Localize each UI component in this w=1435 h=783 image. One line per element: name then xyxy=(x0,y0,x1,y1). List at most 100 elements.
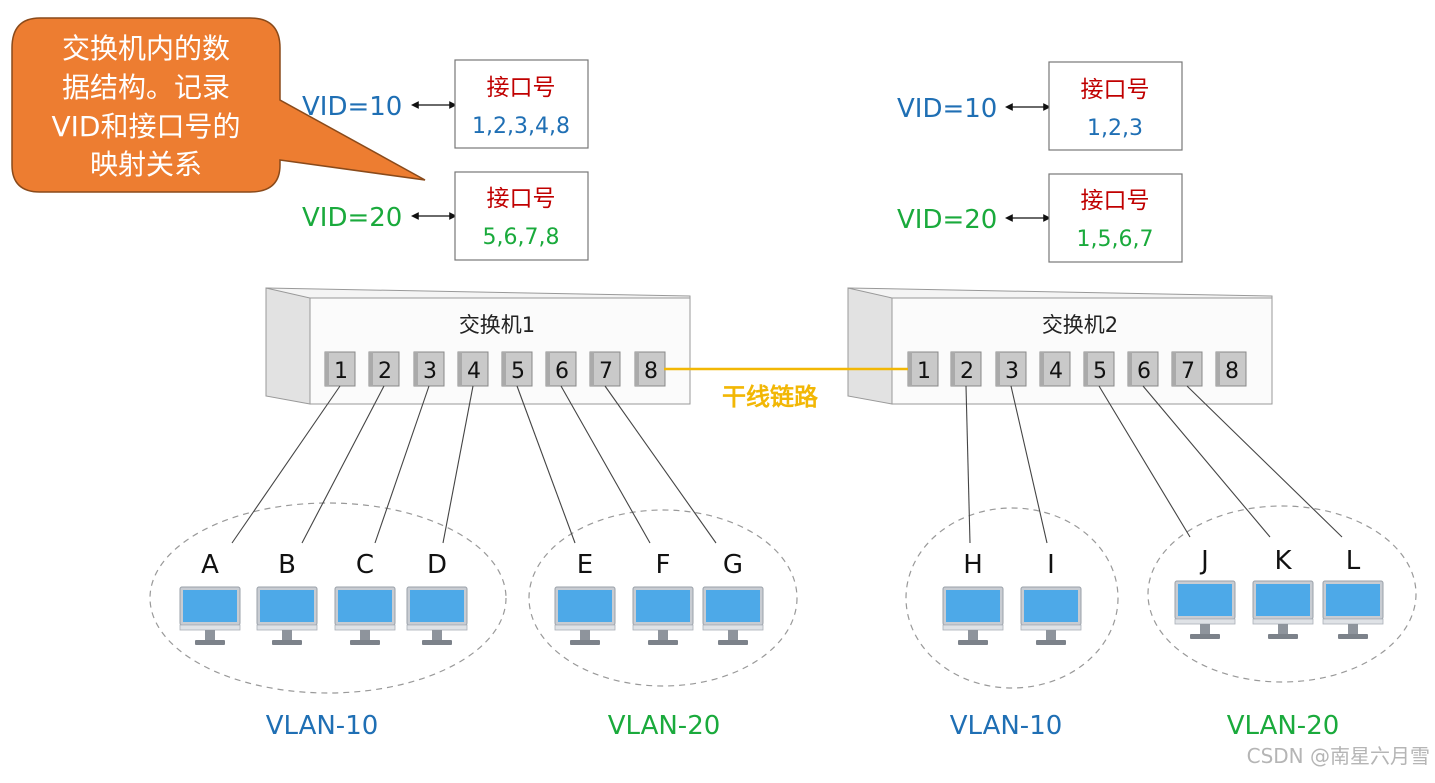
monitor-bezel-icon xyxy=(1252,618,1314,625)
switch2-port-label-6: 6 xyxy=(1137,359,1151,384)
host-H: H xyxy=(942,550,1004,645)
host-L: L xyxy=(1322,546,1384,639)
switch1-port-5 xyxy=(501,351,533,387)
switch1-port-edge-1 xyxy=(325,352,329,386)
switch1-port-edge-3 xyxy=(414,352,418,386)
switch2-port-edge-8 xyxy=(1216,352,1220,386)
link-L xyxy=(1186,385,1343,538)
monitor-base-icon xyxy=(648,640,678,645)
switch2-vid20-box xyxy=(1048,173,1183,263)
host-F: F xyxy=(632,550,694,645)
switch1-vid10-header: 接口号 xyxy=(487,75,556,101)
monitor-stand-icon xyxy=(968,630,978,640)
host-label-D: D xyxy=(427,550,447,580)
switch1-port-edge-8 xyxy=(635,352,639,386)
switch2-port-8 xyxy=(1215,351,1247,387)
link-C xyxy=(374,385,430,544)
switch2-port-label-7: 7 xyxy=(1181,359,1195,384)
monitor-stand-icon xyxy=(1200,624,1210,634)
monitor-stand-icon xyxy=(432,630,442,640)
callout-line-1: 交换机内的数 xyxy=(62,32,230,65)
switch2-port-6 xyxy=(1127,351,1159,387)
switch2-port-edge-5 xyxy=(1084,352,1088,386)
switch2-port-label-3: 3 xyxy=(1005,359,1019,384)
link-G xyxy=(604,385,717,544)
switch1-port-label-8: 8 xyxy=(644,359,658,384)
monitor-bezel-icon xyxy=(702,624,764,631)
host-label-K: K xyxy=(1274,546,1292,576)
monitor-screen-icon xyxy=(558,590,612,622)
switch1-vid10-ports: 1,2,3,4,8 xyxy=(472,114,570,139)
host-I: I xyxy=(1020,550,1082,645)
link-I xyxy=(1010,385,1048,544)
host-label-J: J xyxy=(1199,546,1209,576)
switch2-port-edge-4 xyxy=(1040,352,1044,386)
link-A xyxy=(231,385,341,544)
monitor-base-icon xyxy=(272,640,302,645)
vlan-ellipse-2 xyxy=(528,509,798,687)
host-label-H: H xyxy=(963,550,983,580)
switch2-port-edge-7 xyxy=(1172,352,1176,386)
switch1-vid10-box xyxy=(454,59,589,149)
switch1-vid10-label: VID=10 xyxy=(302,92,402,122)
monitor-screen-icon xyxy=(338,590,392,622)
vlan-label-2: VLAN-20 xyxy=(608,711,721,741)
monitor-bezel-icon xyxy=(1020,624,1082,631)
switch1-port-label-3: 3 xyxy=(423,359,437,384)
monitor-base-icon xyxy=(1036,640,1066,645)
monitor-base-icon xyxy=(350,640,380,645)
monitor-base-icon xyxy=(195,640,225,645)
host-E: E xyxy=(554,550,616,645)
monitor-screen-icon xyxy=(410,590,464,622)
switch2-vid10-box xyxy=(1048,61,1183,151)
monitor-bezel-icon xyxy=(256,624,318,631)
switch1-vid20-label: VID=20 xyxy=(302,203,402,233)
switch2-port-label-2: 2 xyxy=(960,359,974,384)
callout-line-3: VID和接口号的 xyxy=(52,110,241,143)
monitor-bezel-icon xyxy=(406,624,468,631)
host-label-B: B xyxy=(278,550,296,580)
switch1-port-edge-5 xyxy=(502,352,506,386)
watermark: CSDN @南星六月雪 xyxy=(1247,744,1430,768)
host-K: K xyxy=(1252,546,1314,639)
host-label-A: A xyxy=(201,550,219,580)
monitor-bezel-icon xyxy=(554,624,616,631)
monitor-base-icon xyxy=(1268,634,1298,639)
host-G: G xyxy=(702,550,764,645)
switch1-vid20-ports: 5,6,7,8 xyxy=(483,225,560,250)
switch2-port-edge-6 xyxy=(1128,352,1132,386)
vlan-ellipse-4 xyxy=(1147,505,1417,683)
switch1-port-edge-4 xyxy=(458,352,462,386)
monitor-base-icon xyxy=(1190,634,1220,639)
host-label-G: G xyxy=(723,550,743,580)
switch1-port-edge-6 xyxy=(546,352,550,386)
host-D: D xyxy=(406,550,468,645)
switch1-port-label-1: 1 xyxy=(334,359,348,384)
host-label-C: C xyxy=(356,550,374,580)
link-D xyxy=(442,385,474,544)
switch2-vid10-label: VID=10 xyxy=(897,94,997,124)
monitor-screen-icon xyxy=(183,590,237,622)
switch1-port-label-2: 2 xyxy=(378,359,392,384)
switch2-port-1 xyxy=(907,351,939,387)
link-B xyxy=(301,385,385,544)
monitor-screen-icon xyxy=(946,590,1000,622)
switch2-port-5 xyxy=(1083,351,1115,387)
switch1-port-edge-7 xyxy=(590,352,594,386)
monitor-bezel-icon xyxy=(1322,618,1384,625)
switch1-port-label-5: 5 xyxy=(511,359,525,384)
monitor-screen-icon xyxy=(706,590,760,622)
monitor-stand-icon xyxy=(282,630,292,640)
vlan-label-4: VLAN-20 xyxy=(1227,711,1340,741)
switch2-port-edge-1 xyxy=(908,352,912,386)
link-K xyxy=(1142,385,1271,538)
monitor-stand-icon xyxy=(1348,624,1358,634)
monitor-bezel-icon xyxy=(179,624,241,631)
switch2-vid20-label: VID=20 xyxy=(897,205,997,235)
switch2-port-label-1: 1 xyxy=(917,359,931,384)
switch1-vid20-box xyxy=(454,171,589,261)
switch1-vid20-header: 接口号 xyxy=(487,186,556,212)
switch1-port-label-4: 4 xyxy=(467,359,481,384)
